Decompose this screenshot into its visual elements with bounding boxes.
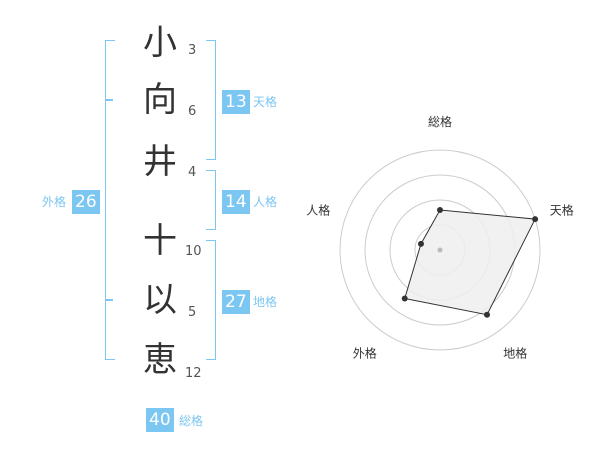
- bracket-tick: [105, 299, 113, 301]
- name-char: 井: [143, 142, 177, 182]
- stroke-count: 6: [188, 104, 197, 119]
- jinkaku-label: 人格: [253, 195, 278, 209]
- stroke-count: 3: [188, 43, 197, 58]
- radar-point: [401, 295, 408, 302]
- radar-ring: [339, 149, 541, 351]
- stroke-count: 4: [188, 165, 197, 180]
- name-char: 向: [143, 80, 177, 120]
- tenkaku-label: 天格: [253, 95, 278, 109]
- stroke-count: 5: [188, 305, 197, 320]
- gaikaku-value: 26: [72, 190, 100, 214]
- gaikaku-bracket: [105, 40, 115, 360]
- jinkaku-bracket: [206, 170, 216, 230]
- radar-center: [437, 247, 443, 253]
- bracket-tick: [105, 99, 113, 101]
- chikaku-label: 地格: [253, 295, 278, 309]
- soukaku-label: 総格: [179, 414, 204, 428]
- gaikaku-label: 外格: [42, 195, 67, 209]
- tenkaku-bracket: [206, 40, 216, 160]
- radar-point: [532, 216, 539, 223]
- soukaku-value: 40: [146, 408, 174, 432]
- radar-point: [484, 311, 491, 318]
- radar-point: [437, 207, 443, 213]
- radar-axis-label: 地格: [503, 346, 527, 361]
- radar-point: [417, 240, 424, 247]
- stroke-count: 10: [185, 244, 202, 259]
- chikaku-bracket: [206, 240, 216, 360]
- name-char: 恵: [143, 340, 177, 380]
- tenkaku-value: 13: [222, 90, 250, 114]
- chikaku-value: 27: [222, 290, 250, 314]
- stroke-count: 12: [185, 366, 202, 381]
- radar-axis-label: 天格: [550, 202, 574, 217]
- jinkaku-value: 14: [222, 190, 250, 214]
- radar-axis-label: 総格: [428, 114, 452, 129]
- radar-axis-label: 外格: [353, 346, 377, 361]
- radar-axis-label: 人格: [306, 202, 330, 217]
- name-char: 小: [143, 23, 177, 63]
- name-char: 十: [143, 221, 177, 261]
- name-char: 以: [143, 280, 177, 320]
- radar-series-polygon: [404, 209, 536, 316]
